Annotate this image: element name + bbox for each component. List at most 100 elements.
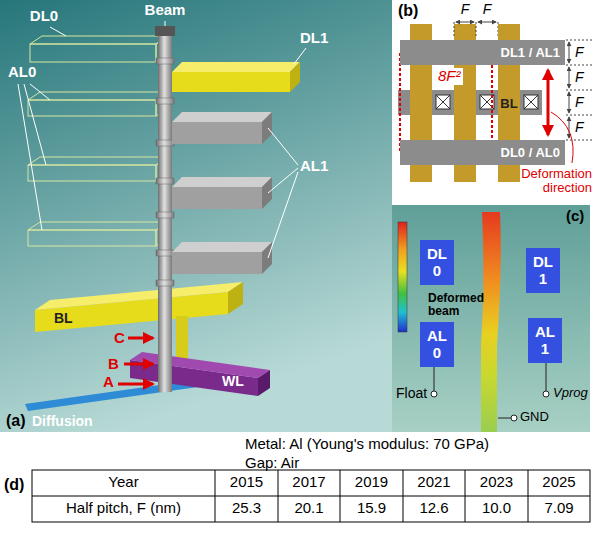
contact-row bbox=[432, 90, 454, 115]
ghost-electrode bbox=[28, 36, 168, 246]
node-text: DL 0 bbox=[422, 246, 452, 279]
color-scale bbox=[398, 222, 407, 332]
contact-row bbox=[524, 95, 538, 109]
part-label: DL0 bbox=[30, 8, 58, 25]
actuation-line-bar bbox=[172, 122, 262, 144]
leader-line bbox=[18, 84, 42, 230]
dimension-label: F bbox=[575, 45, 584, 60]
dimension-line bbox=[566, 40, 592, 140]
part-label: AL0 bbox=[8, 64, 36, 81]
table-cell: Year bbox=[108, 474, 138, 491]
terminal-lead bbox=[498, 418, 511, 419]
table-cell: 7.09 bbox=[544, 500, 573, 517]
table-cell: 25.3 bbox=[232, 500, 261, 517]
ghost-electrode bbox=[30, 44, 156, 62]
actuation-line-bar bbox=[172, 252, 262, 274]
node-text: AL 0 bbox=[422, 328, 452, 361]
dimension-line bbox=[569, 42, 570, 63]
drive-line-bar bbox=[172, 72, 290, 92]
panel-c-ground bbox=[392, 205, 590, 432]
signal-name: Float bbox=[396, 386, 427, 401]
leader-line bbox=[268, 128, 298, 165]
signal-name: GND bbox=[520, 410, 549, 424]
dimension-label: F bbox=[575, 95, 584, 110]
callout-arrow bbox=[124, 363, 153, 366]
panel-letter: (b) bbox=[398, 2, 418, 20]
leader-line bbox=[50, 27, 66, 36]
callout-letter: B bbox=[108, 356, 119, 373]
part-label: AL1 bbox=[300, 158, 328, 175]
dimension-line bbox=[569, 92, 570, 113]
part-label: Diffusion bbox=[32, 414, 93, 429]
deformation-arrow bbox=[547, 70, 550, 135]
bit-line-bar bbox=[228, 282, 243, 314]
ghost-electrode bbox=[30, 36, 168, 44]
electrode-box: DL 0 bbox=[420, 240, 454, 285]
callout-arrow bbox=[128, 337, 153, 340]
contact-row bbox=[476, 90, 498, 115]
contact-row bbox=[436, 95, 450, 109]
dimension-label: F bbox=[461, 2, 470, 17]
actuation-line-bar bbox=[172, 242, 272, 252]
actuation-line-bar bbox=[172, 112, 272, 274]
node-text: DL 1 bbox=[528, 254, 558, 287]
leader-line bbox=[24, 84, 46, 165]
table-cell: 10.0 bbox=[482, 500, 511, 517]
contact-row bbox=[524, 95, 538, 109]
part-label: Deformed beam bbox=[428, 292, 486, 318]
beam bbox=[156, 178, 174, 184]
drive-line-bar bbox=[290, 62, 300, 92]
table-grid bbox=[32, 470, 590, 522]
panel-c-ground bbox=[392, 205, 590, 432]
actuation-line-bar bbox=[262, 177, 272, 209]
dimension-label: F bbox=[483, 2, 492, 17]
leader-line bbox=[165, 21, 166, 26]
electrode-box: AL 1 bbox=[528, 318, 562, 363]
panel-a-ground bbox=[0, 0, 392, 432]
callout-letter: A bbox=[103, 374, 114, 391]
electrode-bar: DL1 / AL1 bbox=[400, 40, 565, 65]
contact-row bbox=[520, 90, 542, 115]
callout-arrow bbox=[118, 383, 153, 386]
table-cell: 2019 bbox=[355, 474, 388, 491]
dimension-line bbox=[569, 117, 570, 138]
terminal-lead bbox=[511, 415, 517, 421]
drive-line-bar bbox=[172, 62, 300, 72]
beam bbox=[155, 26, 175, 36]
dimension-line bbox=[454, 22, 498, 38]
word-line-bar bbox=[130, 352, 270, 396]
actuation-line-bar bbox=[262, 242, 272, 274]
ghost-electrode bbox=[28, 230, 156, 246]
part-label: BL bbox=[54, 311, 73, 326]
panel-letter: (a) bbox=[6, 412, 26, 430]
signal-name: Vprog bbox=[553, 386, 588, 400]
bit-line-bar bbox=[35, 282, 243, 366]
table-cell: Half pitch, F (nm) bbox=[66, 500, 181, 517]
actuation-line-bar bbox=[172, 187, 262, 209]
ghost-electrode bbox=[28, 222, 168, 230]
panel-letter: (c) bbox=[566, 208, 584, 225]
ghost-electrode bbox=[28, 165, 156, 181]
beam bbox=[156, 98, 174, 104]
ghost-electrode bbox=[28, 157, 168, 165]
table-grid bbox=[32, 470, 590, 522]
part-label: WL bbox=[222, 374, 244, 389]
leader-line bbox=[294, 48, 306, 64]
table-cell: 2023 bbox=[480, 474, 513, 491]
electrode-box: DL 1 bbox=[526, 248, 560, 293]
bit-line-bar bbox=[35, 282, 243, 310]
panel-letter: (d) bbox=[4, 476, 24, 494]
contact-row bbox=[398, 90, 542, 115]
part-label: Beam bbox=[145, 2, 186, 19]
word-line-bar bbox=[258, 370, 270, 396]
dimension-line bbox=[569, 67, 570, 88]
table-cell: 2021 bbox=[417, 474, 450, 491]
dimension-label: F bbox=[575, 120, 584, 135]
terminal-lead bbox=[431, 391, 437, 397]
beam bbox=[156, 212, 174, 218]
leader-line bbox=[268, 172, 298, 258]
beam bbox=[156, 280, 174, 286]
leader-line bbox=[30, 84, 50, 100]
deformed-beam bbox=[481, 212, 501, 432]
deformed-beam bbox=[481, 212, 501, 432]
